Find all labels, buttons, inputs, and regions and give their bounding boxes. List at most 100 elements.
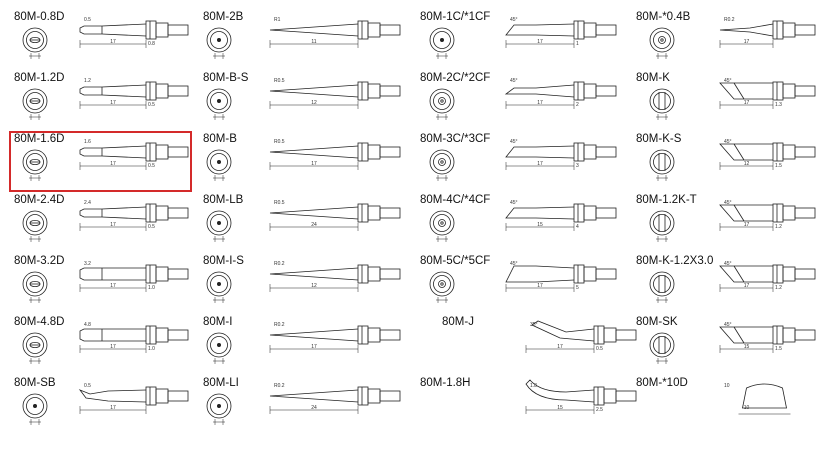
dim-length: 17 xyxy=(537,161,543,167)
dim-dia: 0.5 xyxy=(596,346,603,352)
tip-end-view xyxy=(649,332,675,364)
tip-model-label: 80M-4C/*4CF xyxy=(420,194,491,206)
tip-end-view xyxy=(429,27,455,59)
tip-model-label: 80M-*10D xyxy=(636,377,688,389)
dim-dia: 1.2 xyxy=(775,224,782,230)
tip-end-view xyxy=(206,88,232,120)
tip-end-view xyxy=(206,271,232,303)
dim-tip: 35° xyxy=(530,322,538,328)
dim-dia: 0.5 xyxy=(148,163,155,169)
tip-side-view: 171.20.5 xyxy=(79,78,189,109)
dim-tip: 4.8 xyxy=(84,322,91,328)
dim-tip: 0.5 xyxy=(84,383,91,389)
dim-length: 12 xyxy=(744,161,750,167)
dim-length: 17 xyxy=(311,344,317,350)
tip-side-view: 170.5 xyxy=(78,383,189,414)
dim-length: 15 xyxy=(744,344,750,350)
tip-model-label: 80M-K xyxy=(636,72,670,84)
dim-dia: 2.5 xyxy=(596,407,603,413)
tip-model-label: 80M-B xyxy=(203,133,237,145)
tip-side-view: 170.50.8 xyxy=(79,17,189,48)
dim-length: 17 xyxy=(537,283,543,289)
dim-dia: 1.5 xyxy=(775,163,782,169)
dim-length: 17 xyxy=(110,222,116,228)
selection-highlight[interactable] xyxy=(9,131,192,192)
dim-length: 17 xyxy=(744,39,750,45)
tip-end-view xyxy=(206,149,232,181)
tip-side-view: 12 45° 1.5 xyxy=(719,139,816,170)
dim-tip: 45° xyxy=(724,78,732,84)
tip-side-view: 173.21.0 xyxy=(79,261,189,292)
tip-model-label: 80M-3.2D xyxy=(14,255,65,267)
dim-dia: 0.5 xyxy=(148,102,155,108)
dim-length: 17 xyxy=(537,100,543,106)
dim-dia: 1.2 xyxy=(775,285,782,291)
tip-model-label: 80M-1.2K-T xyxy=(636,194,697,206)
dim-tip: 45° xyxy=(724,139,732,145)
tip-model-label: 80M-1.8H xyxy=(420,377,471,389)
dim-tip: R0.2 xyxy=(274,261,285,267)
tip-end-view xyxy=(649,88,675,120)
tip-model-label: 80M-SB xyxy=(14,377,56,389)
tip-model-label: 80M-I xyxy=(203,316,233,328)
tip-end-view xyxy=(429,88,455,120)
tip-model-label: 80M-2.4D xyxy=(14,194,65,206)
tip-model-label: 80M-1.6D xyxy=(14,133,65,145)
tip-end-view xyxy=(206,27,232,59)
dim-tip: R0.5 xyxy=(274,78,285,84)
tip-end-view xyxy=(649,210,675,242)
tip-end-view xyxy=(649,271,675,303)
tip-end-view xyxy=(22,393,48,425)
dim-length: 17 xyxy=(110,405,116,411)
dim-tip: 2.4 xyxy=(84,200,91,206)
dim-tip: R0.2 xyxy=(724,17,735,23)
dim-tip: R0.5 xyxy=(274,139,285,145)
dim-length: 17 xyxy=(110,100,116,106)
tip-model-label: 80M-K-S xyxy=(636,133,682,145)
tip-side-view: 17 R0.5 xyxy=(269,139,401,170)
tip-end-view xyxy=(22,88,48,120)
dim-length: 10 xyxy=(744,405,750,411)
tip-side-view: 17 R0.2 xyxy=(719,17,816,48)
dim-tip: 45° xyxy=(724,322,732,328)
tip-model-label: 80M-B-S xyxy=(203,72,249,84)
tip-model-label: 80M-3C/*3CF xyxy=(420,133,491,145)
dim-dia: 1.0 xyxy=(148,285,155,291)
tip-end-view xyxy=(649,149,675,181)
dim-length: 17 xyxy=(744,222,750,228)
tip-end-view xyxy=(22,149,48,181)
tip-side-view: 151.82.5 xyxy=(525,379,637,414)
tip-side-view: 17 1.6 0.5 xyxy=(79,139,189,170)
tip-model-label: 80M-2C/*2CF xyxy=(420,72,491,84)
dim-tip: 45° xyxy=(510,261,518,267)
tip-end-view xyxy=(206,332,232,364)
dim-length: 17 xyxy=(110,283,116,289)
dim-dia: 1.0 xyxy=(148,346,155,352)
dim-tip: 1.6 xyxy=(84,139,91,145)
tip-model-label: 80M-2B xyxy=(203,11,244,23)
dim-tip: 45° xyxy=(510,200,518,206)
dim-length: 17 xyxy=(557,344,563,350)
dim-tip: 45° xyxy=(724,261,732,267)
tip-end-view xyxy=(22,332,48,364)
tip-model-label: 80M-J xyxy=(442,316,474,328)
dim-tip: 0.5 xyxy=(84,17,91,23)
dim-length: 17 xyxy=(110,161,116,167)
tip-side-view: 24 R0.2 xyxy=(269,383,401,414)
dim-tip: R0.2 xyxy=(274,383,285,389)
dim-length: 17 xyxy=(311,161,317,167)
dim-length: 15 xyxy=(537,222,543,228)
tip-side-view: 17 35° 0.5 xyxy=(525,320,637,353)
dim-length: 24 xyxy=(311,405,317,411)
dim-tip: 1.8 xyxy=(530,383,537,389)
dim-tip: 45° xyxy=(510,78,518,84)
tip-end-view xyxy=(206,210,232,242)
